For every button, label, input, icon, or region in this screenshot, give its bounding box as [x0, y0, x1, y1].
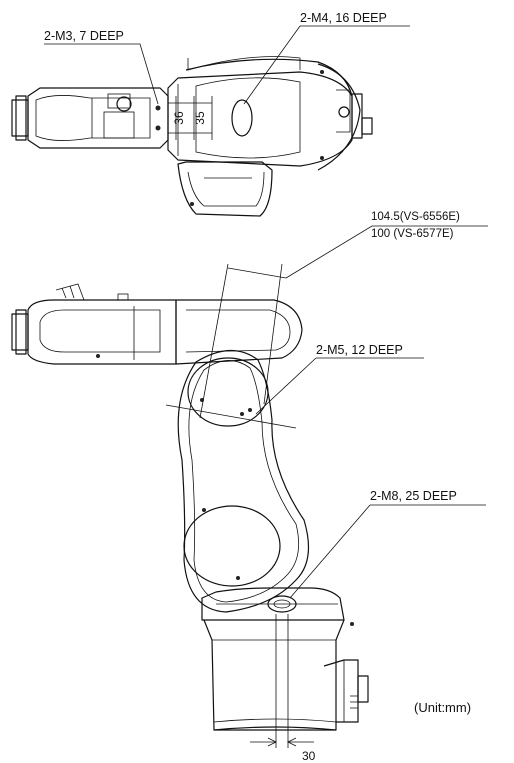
top-view: 36 35 — [11, 56, 373, 217]
callout-m5: 2-M5, 12 DEEP — [255, 343, 424, 415]
callout-m8: 2-M8, 25 DEEP — [289, 489, 486, 599]
callout-m3: 2-M3, 7 DEEP — [44, 29, 159, 105]
dim-30-label: 30 — [302, 749, 316, 763]
arm-offset-label-6556e: 104.5(VS-6556E) — [371, 211, 460, 223]
callout-m4-label: 2-M4, 16 DEEP — [300, 11, 387, 25]
unit-note: (Unit:mm) — [414, 700, 471, 715]
callout-m8-label: 2-M8, 25 DEEP — [370, 489, 457, 503]
side-view — [11, 263, 369, 748]
callout-m5-label: 2-M5, 12 DEEP — [316, 343, 403, 357]
callout-m4: 2-M4, 16 DEEP — [243, 11, 410, 105]
dim-35-label: 35 — [193, 111, 207, 125]
arm-offset-dimension: 104.5(VS-6556E) 100 (VS-6577E) — [227, 211, 488, 279]
arm-offset-label-6577e: 100 (VS-6577E) — [371, 228, 454, 240]
dim-36-label: 36 — [172, 111, 186, 125]
callout-m3-label: 2-M3, 7 DEEP — [44, 29, 124, 43]
dim-30: 30 — [250, 737, 316, 763]
